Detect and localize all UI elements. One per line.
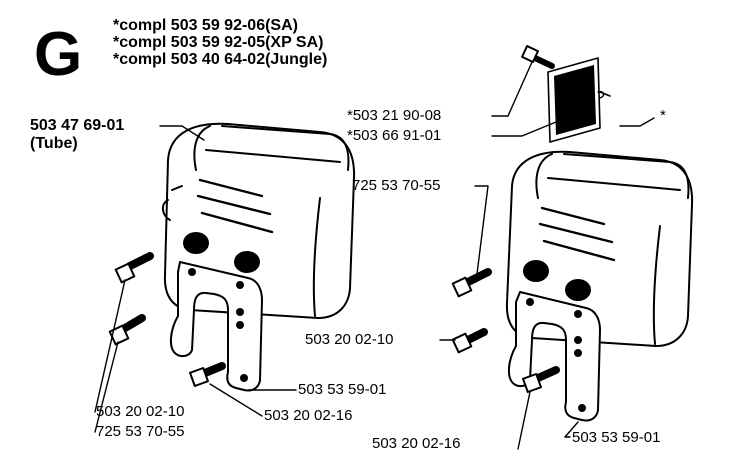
right-bracket-part-label: 503 53 59-01: [572, 429, 661, 446]
left-leaders: [94, 125, 297, 433]
right-screw-bottom-label: 503 20 02-16: [372, 435, 461, 452]
right-spark-screen: [547, 57, 611, 143]
right-muffler-hole-1: [523, 260, 549, 282]
left-muffler-part-label: 503 47 69-01: [30, 117, 125, 134]
right-muffler-marker: *: [660, 107, 666, 124]
left-screw-b-label: 725 53 70-55: [96, 423, 185, 440]
left-muffler-hole-1: [183, 232, 209, 254]
right-screw-top-label: *503 21 90-08: [347, 107, 442, 124]
left-screws: [108, 252, 226, 387]
left-muffler-note-label: (Tube): [30, 135, 78, 152]
group-letter: G: [34, 20, 83, 89]
right-screw-upper-label: 725 53 70-55: [352, 177, 441, 194]
left-screw-bottom-label: 503 20 02-16: [264, 407, 353, 424]
right-muffler-hole-2: [565, 279, 591, 301]
left-screw-a-label: 503 20 02-10: [96, 403, 185, 420]
right-screws: [451, 45, 560, 393]
right-screen-label: *503 66 91-01: [347, 127, 442, 144]
right-leaders: [439, 61, 655, 450]
kit-label-2: *compl 503 59 92-05(XP SA): [113, 34, 324, 51]
kit-label-1: *compl 503 59 92-06(SA): [113, 17, 298, 34]
left-muffler-hole-2: [234, 251, 260, 273]
left-bracket-part-label: 503 53 59-01: [298, 381, 387, 398]
right-bracket: [508, 291, 601, 422]
kit-label-3: *compl 503 40 64-02(Jungle): [113, 51, 328, 68]
right-screw-middle-label: 503 20 02-10: [305, 331, 394, 348]
left-bracket: [170, 261, 263, 392]
